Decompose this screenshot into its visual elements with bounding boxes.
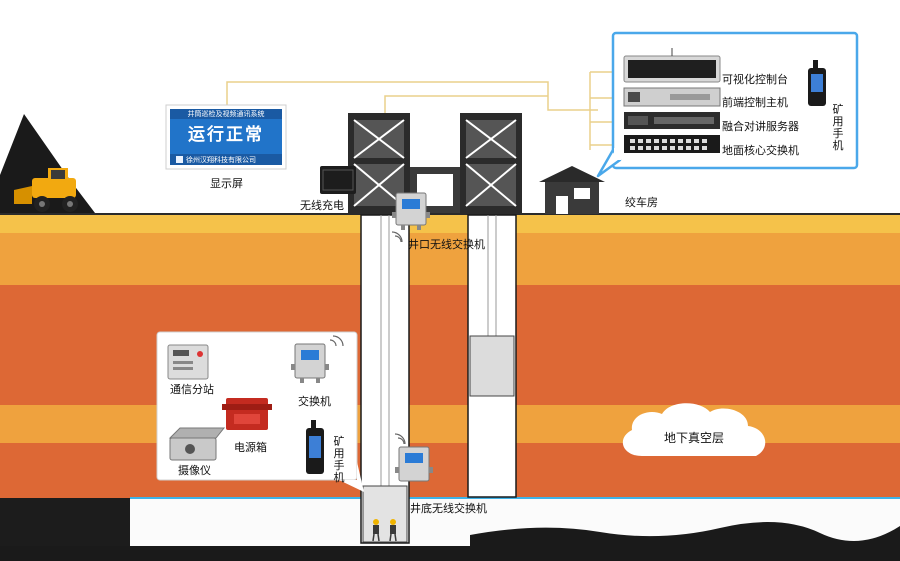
headframe-towers [320, 113, 522, 213]
display-status-text: 运行正常 [188, 125, 264, 145]
control-item-visual-console: 可视化控制台 [722, 73, 788, 86]
shaft-bottom-switch-label: 井底无线交换机 [410, 502, 487, 515]
display-screen [165, 104, 287, 170]
winch-house-building [539, 166, 605, 214]
display-company-text: 徐州汉翔科技有限公司 [186, 156, 256, 164]
mine-shafts [360, 214, 517, 544]
comm-station-label: 通信分站 [170, 383, 214, 396]
underground-tunnel [0, 497, 900, 561]
shaft-bottom-switch-device [394, 433, 433, 482]
underground-cloud-label: 地下真空层 [664, 431, 725, 445]
underground-switch-label: 交换机 [298, 395, 331, 408]
control-room-callout [596, 31, 859, 178]
display-header-text: 井筒巡检及视频通讯系统 [187, 110, 265, 118]
underground-phone-label: 矿用手机 [333, 435, 345, 484]
signal-wires [226, 71, 624, 150]
power-box-label: 电源箱 [234, 441, 267, 454]
display-screen-label: 显示屏 [210, 177, 243, 190]
control-item-core-switch: 地面核心交换机 [722, 144, 799, 157]
control-item-intercom-server: 融合对讲服务器 [722, 120, 799, 133]
coal-pile-and-loader [0, 114, 95, 213]
control-phone-label: 矿用手机 [832, 103, 844, 152]
miner-figures [372, 519, 397, 542]
underground-cloud [622, 403, 766, 456]
shaft-top-switch-label: 井口无线交换机 [408, 238, 485, 251]
shaft-top-switch-device [391, 192, 430, 243]
camera-label: 摄像仪 [178, 464, 211, 477]
wireless-charging-label: 无线充电 [300, 199, 344, 212]
ground-strata [0, 213, 900, 498]
underground-equipment-callout [156, 331, 364, 492]
winch-house-label: 绞车房 [625, 196, 658, 209]
control-item-front-host: 前端控制主机 [722, 96, 788, 109]
